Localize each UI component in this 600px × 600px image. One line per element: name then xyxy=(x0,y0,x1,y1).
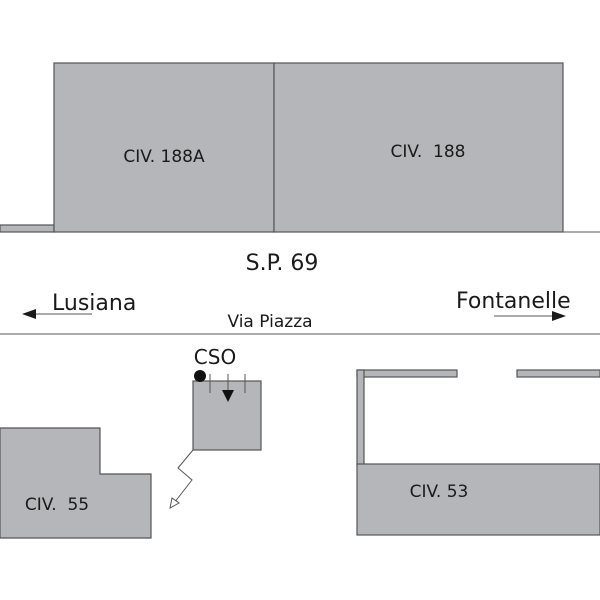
outflow-arrow-icon xyxy=(169,497,180,509)
label-civ-53: CIV. 53 xyxy=(410,482,469,502)
label-civ-55: CIV. 55 xyxy=(25,495,89,515)
direction-left-label: Lusiana xyxy=(52,291,136,316)
wall-segment xyxy=(356,369,458,378)
arrow-left-icon xyxy=(22,309,36,319)
label-civ-188: CIV. 188 xyxy=(391,142,466,162)
direction-right: Fontanelle xyxy=(456,289,571,321)
building-civ-188a xyxy=(53,62,275,233)
direction-right-label: Fontanelle xyxy=(456,289,571,314)
direction-left: Lusiana xyxy=(22,291,136,319)
flow-down-arrow-icon xyxy=(222,390,234,402)
outflow-zigzag xyxy=(173,449,194,504)
arrow-right-icon xyxy=(552,311,566,321)
wall-segment xyxy=(356,369,365,466)
building-civ-53 xyxy=(356,463,600,536)
cso-structure: CSO xyxy=(169,345,262,509)
wall-segment xyxy=(516,369,600,378)
cso-label: CSO xyxy=(194,345,236,369)
building-civ-188 xyxy=(273,62,564,233)
label-civ-188a: CIV. 188A xyxy=(123,147,205,167)
cso-node-icon xyxy=(194,370,206,382)
boundary-strip xyxy=(0,224,55,233)
road-name: S.P. 69 xyxy=(246,251,319,276)
street-name: Via Piazza xyxy=(227,312,312,332)
building-civ-55 xyxy=(0,427,152,539)
